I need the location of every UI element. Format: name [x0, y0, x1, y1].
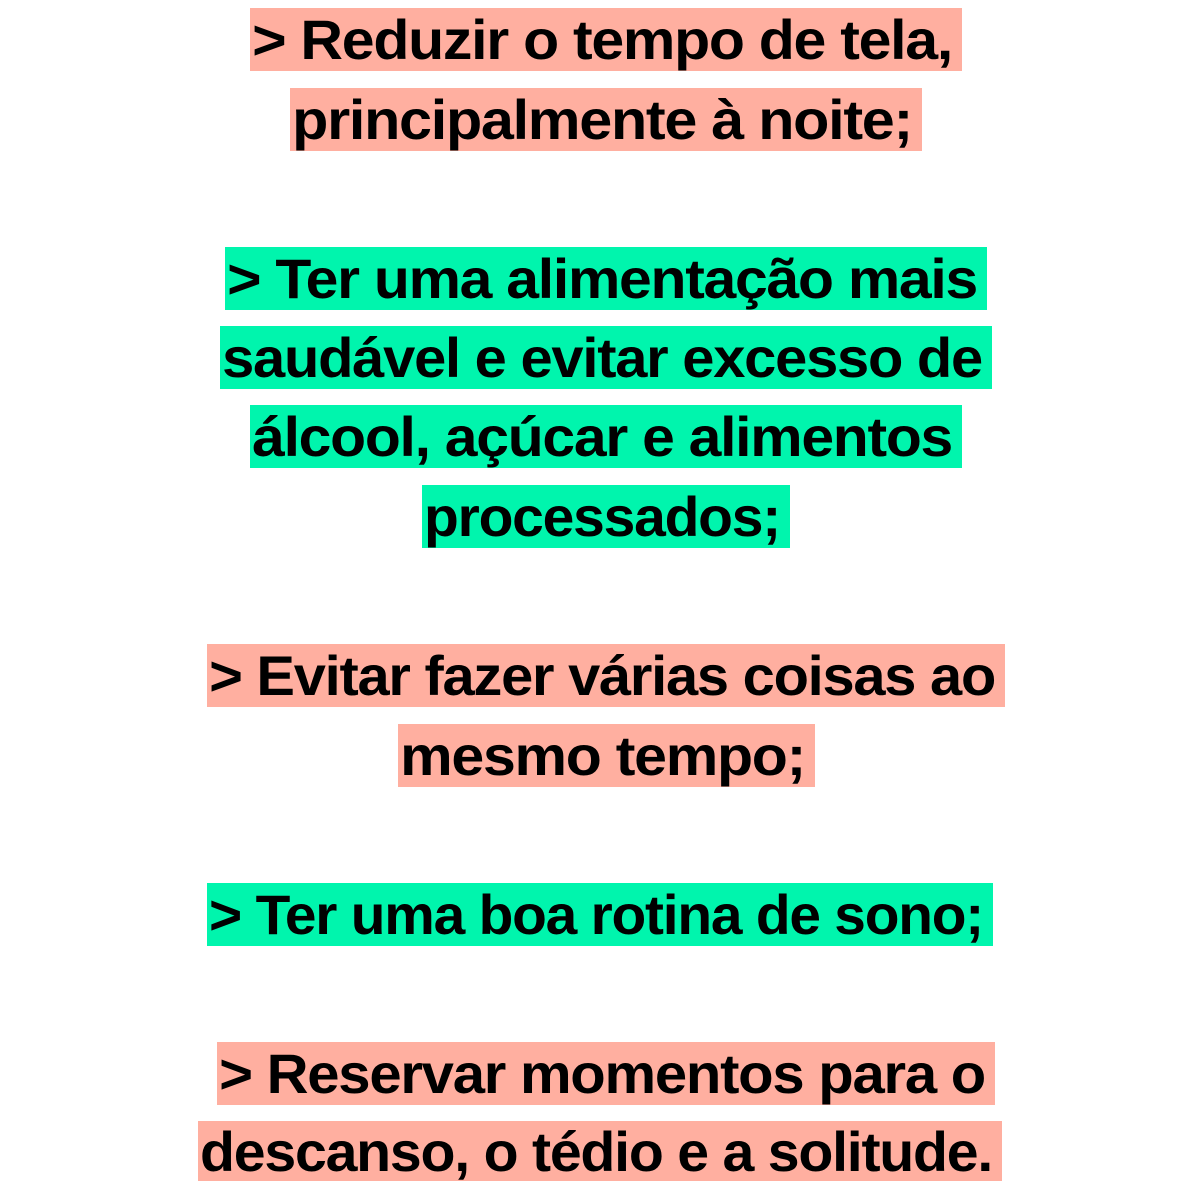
- tip-text: > Ter uma alimentação mais: [227, 247, 978, 310]
- tip-text: > Ter uma boa rotina de sono;: [209, 883, 984, 946]
- tip-text: saudável e evitar excesso de: [222, 326, 983, 389]
- highlighted-line: processados;: [422, 485, 790, 548]
- highlighted-line: saudável e evitar excesso de: [220, 326, 992, 389]
- highlighted-line: > Reservar momentos para o: [217, 1042, 995, 1105]
- highlighted-line: > Ter uma boa rotina de sono;: [207, 883, 993, 946]
- tip-text: > Reduzir o tempo de tela,: [252, 8, 953, 71]
- tip-text: descanso, o tédio e a solitude.: [200, 1121, 993, 1181]
- highlighted-line: > Evitar fazer várias coisas ao: [207, 644, 1005, 707]
- highlighted-line: > Ter uma alimentação mais: [225, 247, 987, 310]
- highlighted-line: principalmente à noite;: [290, 88, 922, 151]
- highlighted-line: mesmo tempo;: [398, 724, 815, 787]
- highlighted-line: > Reduzir o tempo de tela,: [250, 8, 962, 71]
- tip-text: > Evitar fazer várias coisas ao: [209, 644, 996, 707]
- tip-text: > Reservar momentos para o: [219, 1042, 986, 1105]
- tip-text: processados;: [424, 485, 781, 548]
- tip-text: álcool, açúcar e alimentos: [252, 405, 953, 468]
- tip-text: mesmo tempo;: [400, 724, 806, 787]
- tip-text: principalmente à noite;: [292, 88, 913, 151]
- highlighted-line: descanso, o tédio e a solitude.: [198, 1121, 1002, 1181]
- highlighted-line: álcool, açúcar e alimentos: [250, 405, 962, 468]
